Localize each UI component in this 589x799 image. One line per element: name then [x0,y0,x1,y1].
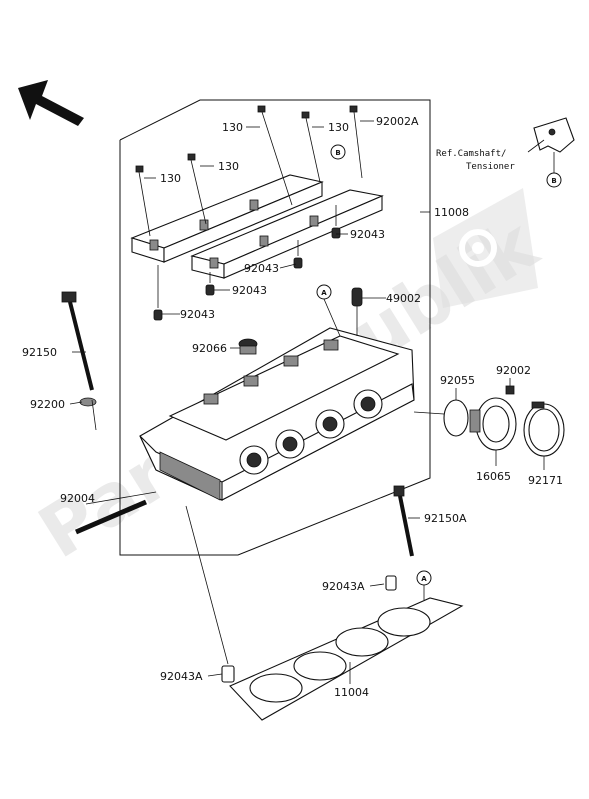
cylinder-head [139,327,415,501]
svg-text:A: A [321,289,327,297]
dowel-pin-a-top [385,575,397,591]
camshaft-holder-rear [190,189,384,279]
stud-92004 [75,499,147,535]
washer [79,397,97,407]
label-92043-b: 92043 [244,262,279,275]
label-92200: 92200 [30,398,65,411]
label-92055: 92055 [440,374,475,387]
head-gasket [229,597,464,721]
label-92043-a: 92043 [350,228,385,241]
label-92004: 92004 [60,492,95,505]
label-ref-camshaft: Ref.Camshaft/ [436,149,506,159]
label-130-a: 130 [222,121,243,134]
label-92002A: 92002A [376,115,419,128]
label-92171: 92171 [528,474,563,487]
holder-bolt-5 [349,105,363,179]
label-11008: 11008 [434,206,469,219]
head-stud-left [61,291,94,391]
label-92150: 92150 [22,346,57,359]
svg-text:A: A [421,575,427,583]
label-92043A-bottom: 92043A [160,670,203,683]
holder-bolt-3 [257,105,293,206]
label-92043-c: 92043 [232,284,267,297]
dowel-pin-3 [293,257,303,269]
label-92002: 92002 [496,364,531,377]
marker-a-top: A [316,284,341,337]
leader-lines [69,120,545,684]
dowel-pin-1 [153,309,163,321]
marker-b-right: B [546,152,562,188]
front-direction-arrow-icon [18,80,84,126]
dowel-pin-2 [205,284,215,296]
label-92066: 92066 [192,342,227,355]
watermark-gear-icon [433,188,538,308]
screw-92002 [505,385,515,395]
dowel-pin-4 [331,227,341,239]
label-16065: 16065 [476,470,511,483]
dowel-pin-a-bottom [221,665,235,683]
camshaft-holder-front [130,174,324,263]
label-130-c: 130 [218,160,239,173]
label-92043A-top: 92043A [322,580,365,593]
head-stud-right [393,485,414,557]
throttle-body-holder [469,397,517,451]
o-ring [443,399,469,437]
temperature-sensor [351,287,363,336]
label-92043-d: 92043 [180,308,215,321]
marker-a-bottom: A [416,570,432,600]
label-ref-tensioner: Tensioner [466,162,515,172]
oil-plug [238,338,258,355]
label-130-d: 130 [160,172,181,185]
label-130-b: 130 [328,121,349,134]
svg-text:B: B [335,149,340,157]
tensioner-bracket [533,117,575,153]
holder-bolt-1 [135,165,151,237]
holder-bolt-2 [187,153,207,225]
hose-clamp [523,401,565,457]
marker-b-top: B [330,144,346,160]
part-labels: 130 130 92002A Ref.Camshaft/ Tensioner 1… [22,115,563,699]
label-49002: 49002 [386,292,421,305]
label-92150A: 92150A [424,512,467,525]
svg-text:B: B [551,177,556,185]
assembly-frame [119,99,431,556]
holder-bolt-4 [301,111,321,183]
label-11004: 11004 [334,686,369,699]
